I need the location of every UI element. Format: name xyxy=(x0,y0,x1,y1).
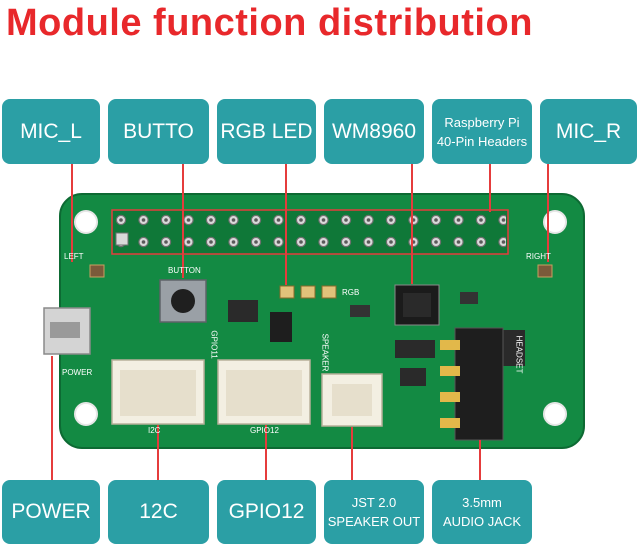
label-mic-l: MIC_L xyxy=(2,99,100,164)
mount-hole-tl xyxy=(74,210,98,234)
label-button: BUTTO xyxy=(108,99,209,164)
label-mic-r: MIC_R xyxy=(540,99,637,164)
rgb-led-1 xyxy=(279,285,295,299)
silk-right: RIGHT xyxy=(526,252,551,261)
label-rpi-line1: Raspberry Pi xyxy=(444,114,520,130)
label-mic-r-text: MIC_R xyxy=(555,119,622,143)
rgb-led-3 xyxy=(321,285,337,299)
silk-button: BUTTON xyxy=(168,266,201,275)
label-power: POWER xyxy=(2,480,100,544)
label-audio-jack: 3.5mm AUDIO JACK xyxy=(432,480,532,544)
label-jst-line2: SPEAKER OUT xyxy=(327,514,421,529)
mount-hole-bl xyxy=(74,402,98,426)
label-gpio12-text: GPIO12 xyxy=(228,500,305,523)
silk-power: POWER xyxy=(62,368,93,377)
silk-gpio-top: GPIO11 xyxy=(209,330,219,359)
label-rgb-led-text: RGB LED xyxy=(220,119,313,143)
label-power-text: POWER xyxy=(11,500,91,523)
label-rpi-header: Raspberry Pi 40-Pin Headers xyxy=(432,99,532,164)
page-title: Module function distribution xyxy=(6,2,533,44)
label-rpi-line2: 40-Pin Headers xyxy=(436,133,528,149)
label-gpio12: GPIO12 xyxy=(217,480,316,544)
mount-hole-br xyxy=(543,402,567,426)
mount-hole-tr xyxy=(543,210,567,234)
silk-gpio-bottom: GPIO12 xyxy=(250,426,279,435)
label-wm8960: WM8960 xyxy=(324,99,424,164)
label-jst-speaker: JST 2.0 SPEAKER OUT xyxy=(324,480,424,544)
label-rgb-led: RGB LED xyxy=(217,99,316,164)
rgb-led-2 xyxy=(300,285,316,299)
audio-jack xyxy=(454,327,504,441)
label-jack-line2: AUDIO JACK xyxy=(442,514,521,529)
mic-left xyxy=(89,264,105,278)
label-mic-l-text: MIC_L xyxy=(20,119,82,143)
silk-left: LEFT xyxy=(64,252,84,261)
label-button-text: BUTTO xyxy=(123,119,194,143)
label-i2c: 12C xyxy=(108,480,209,544)
label-wm8960-text: WM8960 xyxy=(331,119,417,143)
mic-right xyxy=(537,264,553,278)
silk-rgb: RGB xyxy=(342,288,360,297)
label-i2c-text: 12C xyxy=(139,500,178,523)
label-jack-line1: 3.5mm xyxy=(462,495,502,510)
silk-headset: HEADSET xyxy=(514,335,524,374)
silk-i2c: I2C xyxy=(148,426,161,435)
silk-speaker: SPEAKER xyxy=(320,333,330,372)
label-jst-line1: JST 2.0 xyxy=(351,495,397,510)
